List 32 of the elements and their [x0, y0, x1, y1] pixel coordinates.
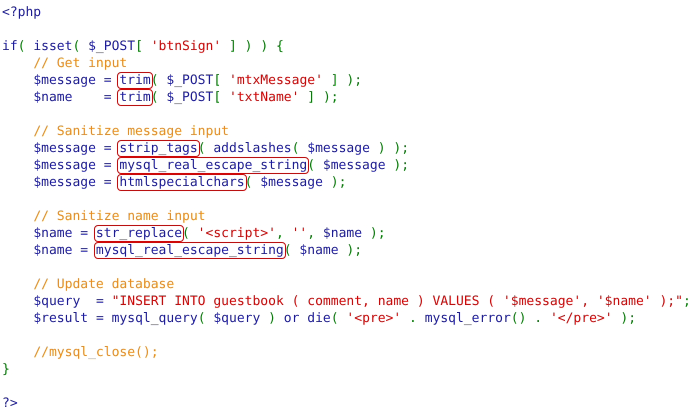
code-line: $name =	[33, 225, 88, 242]
code-comment: //mysql_close();	[33, 344, 159, 361]
code-line: ( $message );	[307, 157, 410, 174]
code-line: $message =	[33, 157, 112, 174]
code-line: ( addslashes( $message ) );	[198, 140, 410, 157]
code-line: ?>	[2, 395, 18, 411]
code-line: ( '<script>', '', $name );	[182, 225, 386, 242]
code-line: ( $message );	[244, 174, 346, 191]
code-comment: // Sanitize message input	[33, 123, 229, 140]
code-line: $name =	[33, 242, 88, 259]
highlighted-function: trim	[117, 72, 153, 89]
code-comment: // Update database	[33, 276, 174, 293]
highlighted-function: htmlspecialchars	[117, 174, 247, 191]
code-line: $result = mysql_query( $query ) or die( '<pre>' . mysql_error() . '</pre>' );	[33, 310, 636, 327]
code-line: if( isset( $_POST[ 'btnSign' ] ) ) {	[2, 38, 284, 55]
code-line: ( $_POST[ 'txtName' ] );	[150, 89, 339, 106]
code-line: $message =	[33, 174, 112, 191]
highlighted-function: mysql_real_escape_string	[94, 242, 286, 259]
code-line: $message =	[33, 72, 112, 89]
highlighted-function: strip_tags	[117, 140, 200, 157]
code-line: ( $_POST[ 'mtxMessage' ] );	[150, 72, 362, 89]
code-line: $name =	[33, 89, 112, 106]
code-line: }	[2, 361, 10, 378]
highlighted-function: trim	[117, 89, 153, 106]
code-comment: // Get input	[33, 55, 128, 72]
code-line: $message =	[33, 140, 112, 157]
code-line: <?php	[2, 4, 42, 21]
highlighted-function: mysql_real_escape_string	[117, 157, 310, 174]
code-line: $query = "INSERT INTO guestbook ( comment, name ) VALUES ( '$message', '$name' );";	[33, 293, 691, 310]
code-line: ( $name );	[284, 242, 362, 259]
highlighted-function: str_replace	[94, 225, 184, 242]
code-comment: // Sanitize name input	[33, 208, 206, 225]
